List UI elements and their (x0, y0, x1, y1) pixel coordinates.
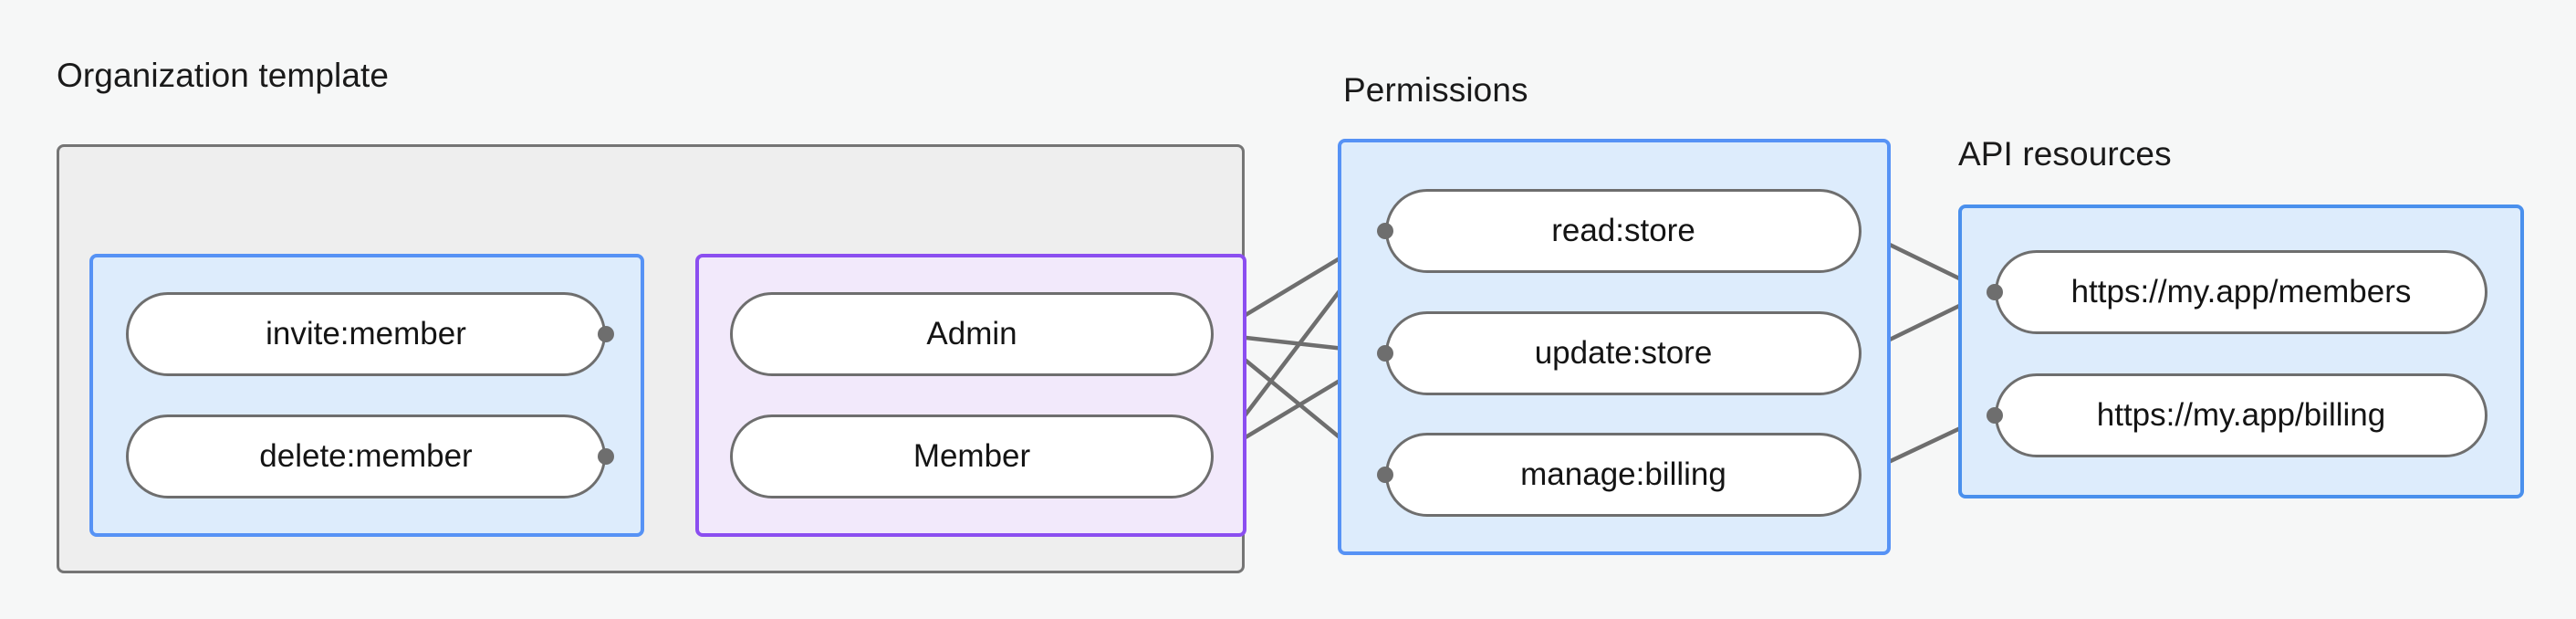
organization-template-title: Organization template (57, 57, 390, 94)
node-invite-member[interactable]: invite:member (126, 292, 606, 376)
api-resources-title: API resources (1958, 135, 2172, 173)
connector-dot-delete-member (598, 448, 614, 465)
connector-dot-billing-url (1987, 407, 2003, 424)
node-member[interactable]: Member (730, 414, 1214, 498)
node-read-store[interactable]: read:store (1385, 189, 1862, 273)
connector-dot-invite-member (598, 326, 614, 342)
node-admin[interactable]: Admin (730, 292, 1214, 376)
node-manage-billing[interactable]: manage:billing (1385, 433, 1862, 517)
connector-dot-manage-billing (1377, 467, 1393, 483)
node-billing-url[interactable]: https://my.app/billing (1995, 373, 2487, 457)
node-update-store[interactable]: update:store (1385, 311, 1862, 395)
connector-dot-members-url (1987, 284, 2003, 300)
permissions-title: Permissions (1343, 71, 1528, 109)
node-delete-member[interactable]: delete:member (126, 414, 606, 498)
node-members-url[interactable]: https://my.app/members (1995, 250, 2487, 334)
connector-dot-read-store (1377, 223, 1393, 239)
connector-dot-update-store (1377, 345, 1393, 362)
